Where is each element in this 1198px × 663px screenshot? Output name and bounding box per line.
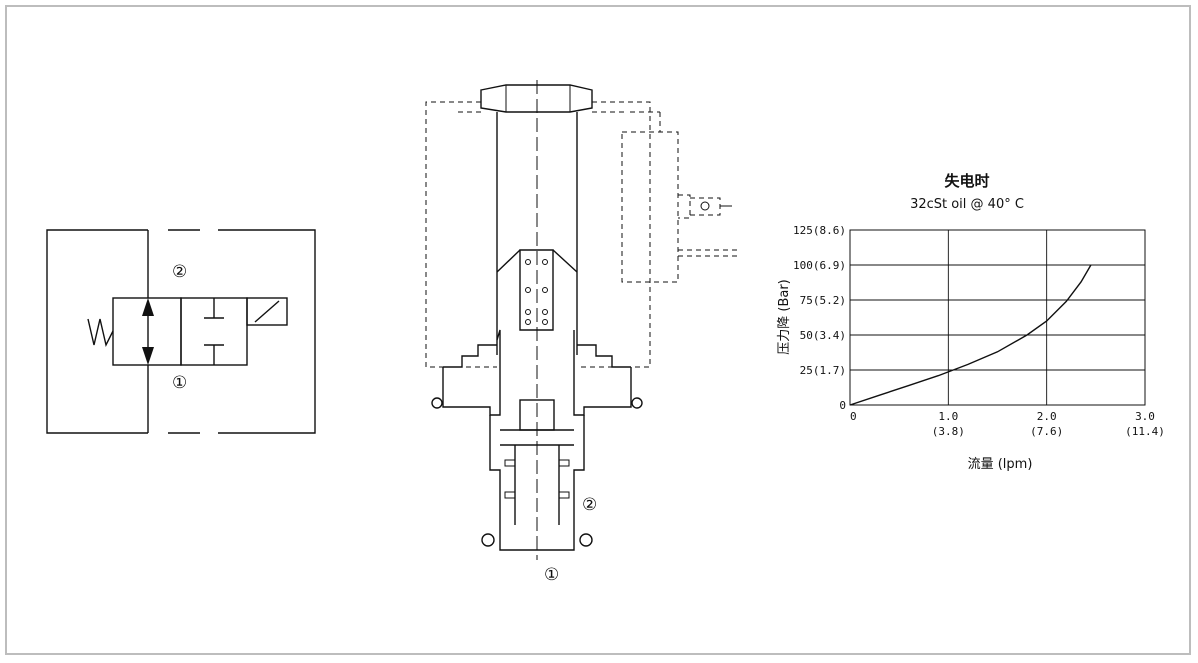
connector-wires [678,249,738,257]
arrow-down-icon [142,347,154,365]
blocked-port-top [204,298,224,319]
chart-grid [850,230,1145,405]
armature-tube [496,112,578,355]
x-tick-sublabel: (11.4) [1125,425,1165,438]
plunger-balls [525,259,548,325]
schematic-outline-right [218,229,316,434]
body-step-left [443,344,497,368]
top-nut [480,84,593,113]
arrow-up-icon [142,298,154,316]
o-ring-right [579,533,593,547]
y-tick-label: 125(8.6) [793,224,846,237]
sleeve [514,445,560,525]
y-axis-label: 压力降 (Bar) [777,279,792,355]
coil-outline-left [425,101,497,368]
solenoid-box [246,297,288,326]
sleeve-holes [504,459,570,499]
x-tick-label: 0 [850,410,857,423]
connector-plug [678,194,691,219]
coil-outline-right [577,101,651,368]
chart-subtitle: 32cSt oil @ 40° C [910,197,1024,212]
solenoid-coil-icon [254,300,280,323]
port-1-bottom-label: ① [544,565,559,585]
o-ring-body-left [431,397,443,409]
pressure-drop-curve [849,264,1092,406]
connector-pin-icon [700,201,710,211]
chart-title: 失电时 [944,172,989,190]
y-tick-labels: 0 25(1.7) 50(3.4) 75(5.2) 100(6.9) 125(8.6) [793,224,846,412]
x-tick-label: 2.0 [1037,410,1057,423]
connector-plug-outer [690,197,721,216]
y-tick-label: 75(5.2) [800,294,846,307]
port-1-label: ① [172,373,187,393]
port-2-side-label: ② [582,495,597,515]
x-tick-labels: 0 1.0 (3.8) 2.0 (7.6) 3.0 (11.4) [850,410,1165,438]
plunger-chamfer [496,249,578,273]
plunger [519,249,554,331]
pressure-drop-chart: 失电时 32cSt oil @ 40° C 0 25(1.7) 50(3.4) 75(… [777,172,1165,472]
y-tick-label: 50(3.4) [800,329,846,342]
o-ring-body-right [631,397,643,409]
body-step-right [577,344,631,368]
x-tick-sublabel: (7.6) [1030,425,1063,438]
connector-box [621,131,679,283]
port-2-label: ② [172,262,187,282]
valve-schematic-symbol: ② ① [46,229,316,434]
plot-area [849,229,1146,406]
x-axis-label: 流量 (lpm) [968,457,1033,472]
y-tick-label: 100(6.9) [793,259,846,272]
cartridge-cross-section: ② ① [425,80,738,585]
x-tick-label: 1.0 [938,410,958,423]
spring-icon [87,318,114,348]
y-tick-label: 0 [839,399,846,412]
y-tick-label: 25(1.7) [800,364,846,377]
schematic-outline-left [46,229,148,434]
blocked-port-bottom [204,344,224,365]
x-tick-sublabel: (3.8) [932,425,965,438]
figure-frame [5,5,1191,655]
x-tick-label: 3.0 [1135,410,1155,423]
o-ring-left [481,533,495,547]
